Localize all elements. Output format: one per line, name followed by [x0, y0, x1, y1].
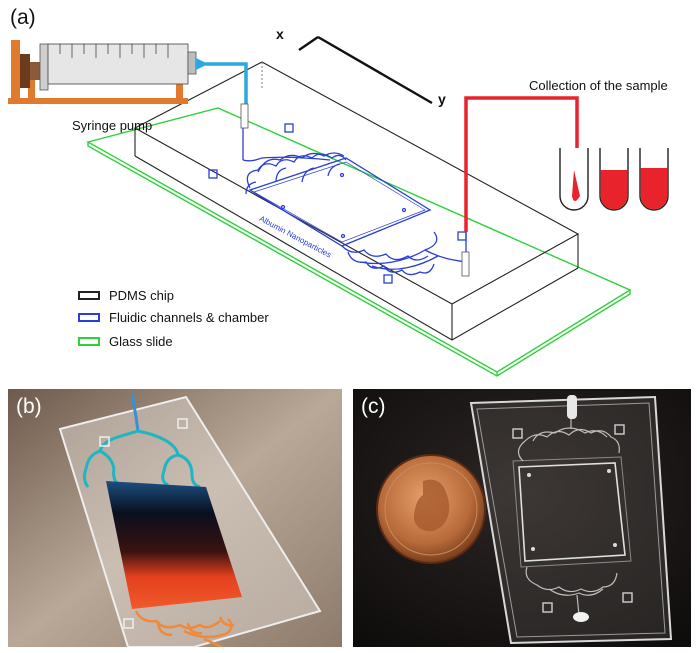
panel-a-schematic: (a) x y Syringe pump Collection of the s…	[8, 6, 669, 377]
glass-slide-outline	[86, 107, 632, 377]
panel-b-photo: (b)	[8, 389, 342, 647]
inlet-port	[240, 103, 249, 129]
legend-swatch-black	[78, 290, 100, 300]
axis-indicator	[298, 35, 433, 105]
legend-item-pdms: PDMS chip	[78, 287, 174, 303]
fluidic-channels	[208, 123, 467, 284]
schematic-drawing	[8, 35, 669, 377]
legend-label: Fluidic channels & chamber	[109, 309, 269, 325]
legend-label: PDMS chip	[109, 287, 175, 303]
legend-swatch-blue	[78, 312, 100, 322]
outflow-tubing	[464, 96, 579, 232]
collection-tubes	[559, 148, 669, 211]
panel-a-letter: (a)	[10, 6, 36, 29]
pdms-chip-outline	[133, 61, 580, 341]
syringe-pump-label: Syringe pump	[72, 118, 153, 133]
panel-c-letter: (c)	[361, 395, 386, 418]
legend-item-glass: Glass slide	[78, 333, 173, 349]
panel-c-photo: (c)	[353, 389, 691, 647]
legend-label: Glass slide	[109, 333, 173, 349]
axis-x-label: x	[276, 26, 284, 42]
outlet-port	[461, 251, 470, 277]
legend-item-channels: Fluidic channels & chamber	[78, 309, 269, 325]
axis-y-label: y	[438, 91, 446, 107]
photo-chip-with-penny	[353, 389, 691, 647]
legend-swatch-green	[78, 336, 100, 346]
panel-b-letter: (b)	[16, 395, 42, 418]
collection-label: Collection of the sample	[529, 78, 668, 93]
photo-colored-chip	[8, 389, 342, 647]
syringe-pump	[8, 40, 204, 104]
inflow-tubing	[204, 62, 248, 104]
